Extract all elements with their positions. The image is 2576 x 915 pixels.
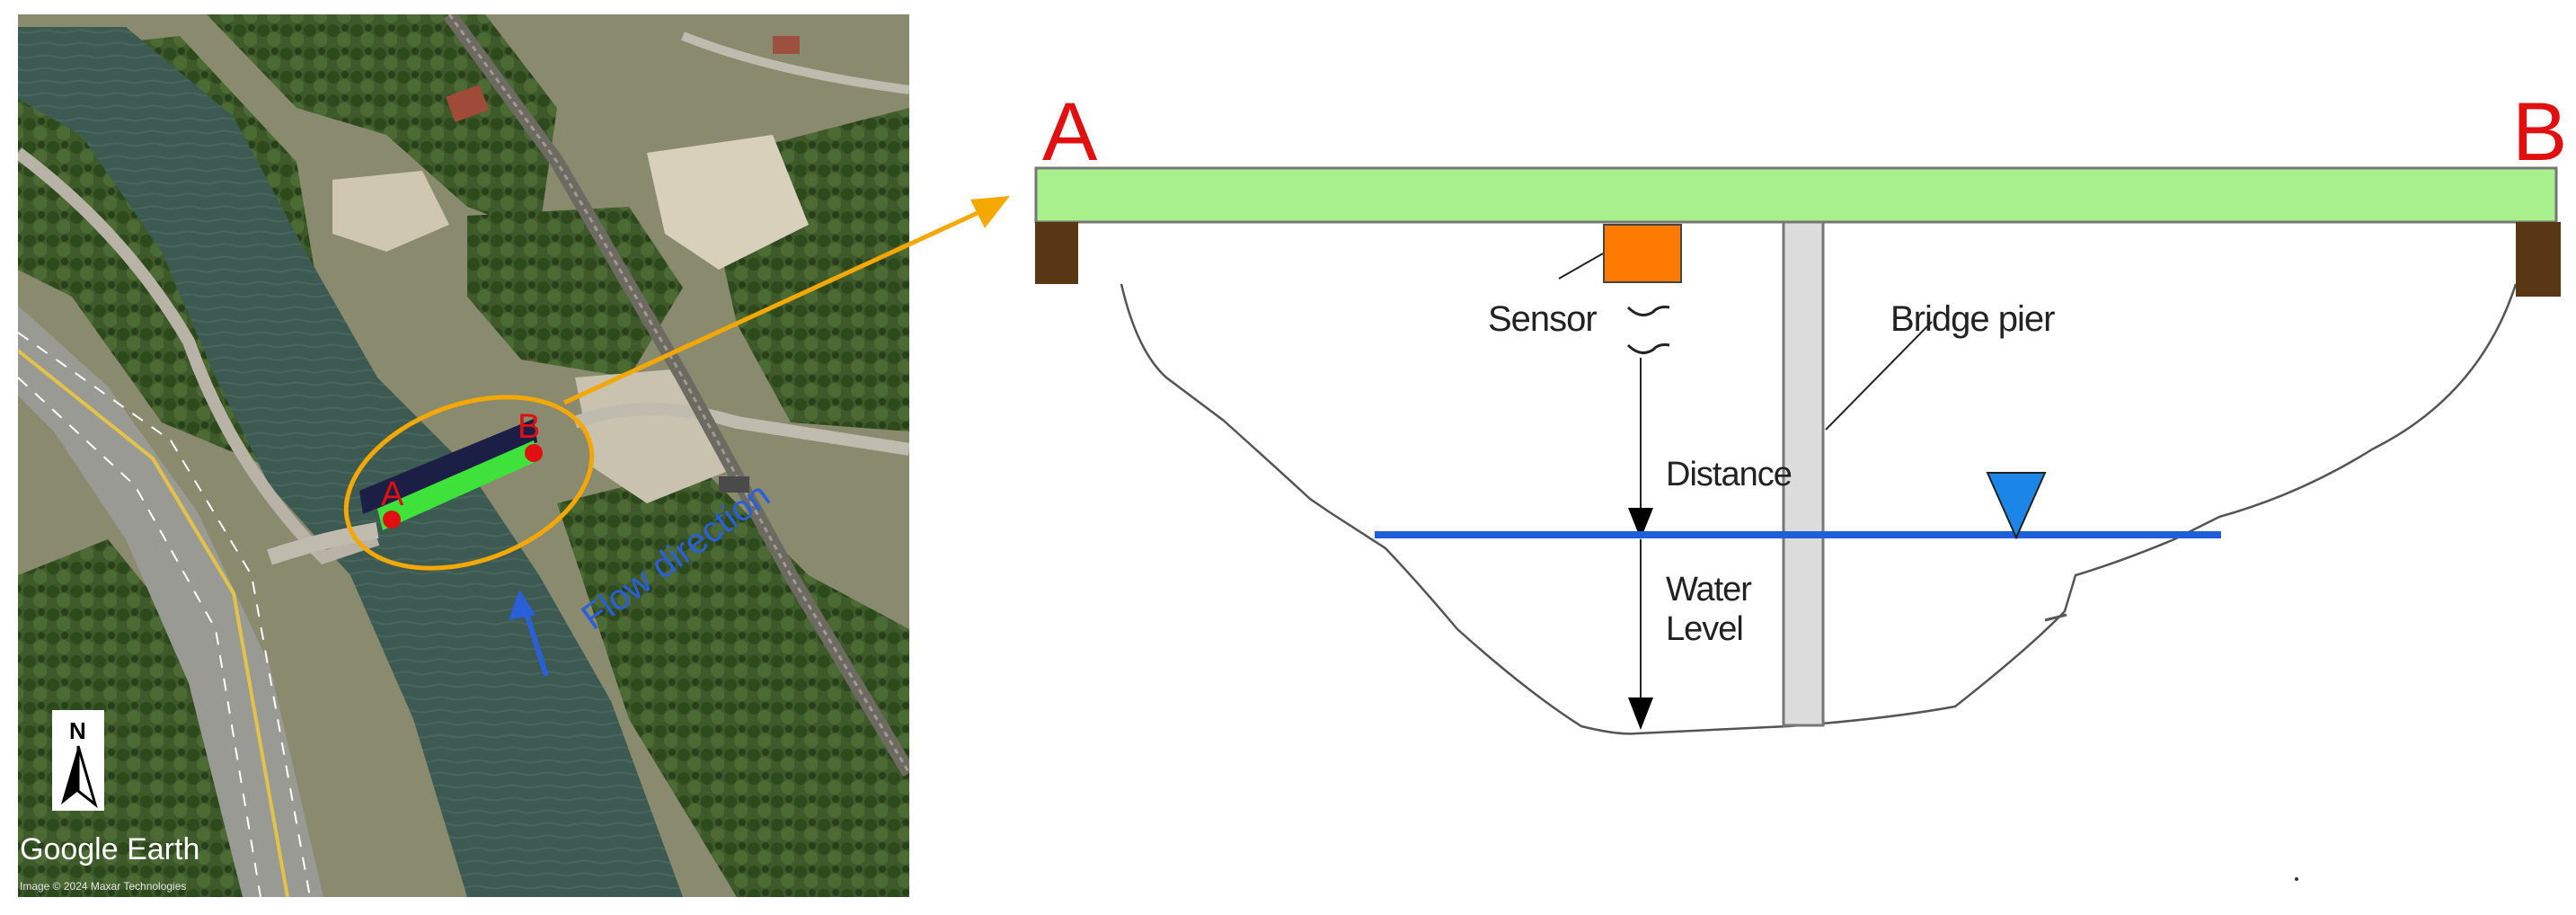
road-north-east: [681, 31, 909, 94]
building: [773, 36, 800, 54]
highway-lane-line: [18, 377, 261, 897]
bridge-deck: [1034, 166, 2558, 224]
road-west: [18, 147, 380, 565]
stray-dot: [2295, 877, 2298, 881]
satellite-map: [18, 14, 909, 897]
pier-leader: [1825, 321, 1933, 431]
sensor-wave-1: [1626, 306, 1670, 317]
road-east: [572, 403, 909, 456]
callout-arrow-line: [562, 209, 981, 405]
map-point-a-label: A: [381, 475, 404, 513]
building: [719, 476, 749, 493]
map-credit: Image © 2024 Maxar Technologies: [20, 880, 186, 893]
sensor: [1603, 224, 1682, 283]
distance-label: Distance: [1666, 456, 1792, 493]
cross-section: [1034, 166, 2561, 735]
river: [18, 27, 683, 897]
bank-tick: [2044, 613, 2067, 622]
north-arrow: [52, 710, 104, 811]
water-level-marker: [1986, 472, 2047, 540]
road-access: [267, 522, 379, 565]
vegetation-north: [207, 14, 557, 234]
pier-label: Bridge pier: [1890, 299, 2055, 339]
distance-arrow-head: [1628, 508, 1653, 539]
map-brand: Google Earth: [20, 832, 199, 866]
sand-patch-east: [647, 135, 809, 270]
callout-arrow-head: [970, 196, 1010, 228]
sensor-leader: [1558, 253, 1604, 280]
riverbed-outline: [1120, 283, 2518, 735]
highway-centre-line: [18, 349, 289, 897]
section-end-b: B: [2512, 86, 2567, 178]
north-label: N: [69, 717, 86, 744]
abutment-right: [2516, 222, 2561, 297]
map-point-a-marker: [383, 511, 401, 529]
map-point-b-label: B: [518, 408, 540, 446]
vegetation-south-east: [557, 467, 909, 897]
section-end-a: A: [1042, 86, 1098, 178]
map-bridge-deck-shadow: [359, 419, 537, 514]
water-level-arrow-head: [1628, 697, 1653, 730]
highway: [18, 306, 323, 897]
sensor-label: Sensor: [1488, 299, 1597, 339]
bridge-pier: [1782, 220, 1825, 727]
map-bridge-deck: [377, 440, 539, 530]
highway-lane-line-2: [18, 332, 311, 897]
railway-track: [447, 14, 909, 774]
sand-patch-north: [332, 171, 449, 252]
map-point-b-marker: [525, 444, 543, 462]
water-level-label-line2: Level: [1666, 610, 1743, 648]
vegetation-centre: [467, 207, 683, 378]
water-level-label-line1: Water: [1666, 571, 1752, 609]
flow-arrow: [509, 590, 549, 677]
map-bridge: [359, 419, 543, 530]
sensor-wave-2: [1626, 343, 1670, 355]
callout-ellipse: [343, 395, 595, 571]
building: [446, 84, 489, 122]
abutment-left: [1035, 222, 1078, 284]
